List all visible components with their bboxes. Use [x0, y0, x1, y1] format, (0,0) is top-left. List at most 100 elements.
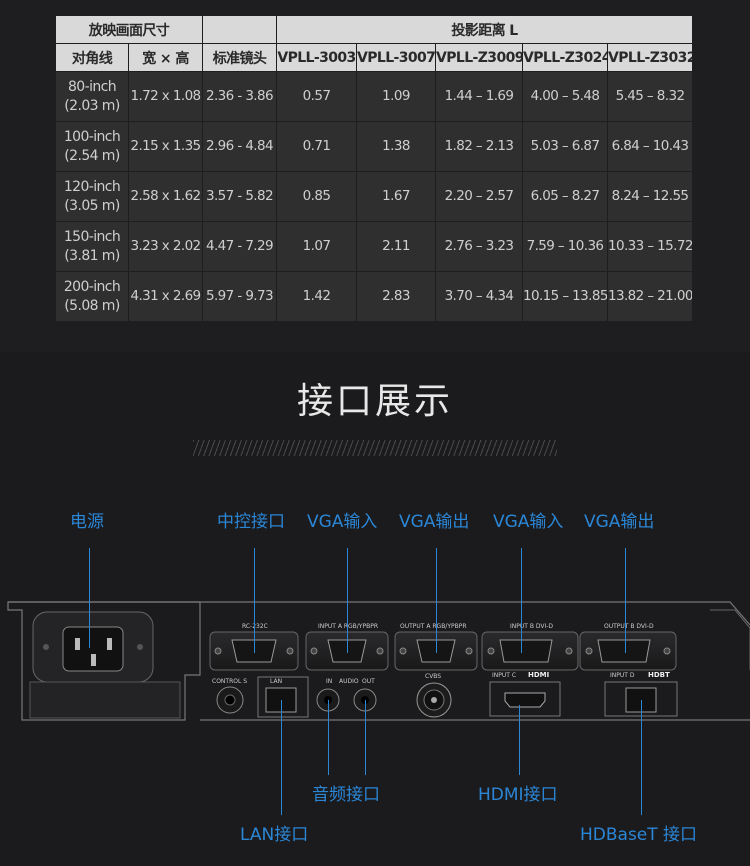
hatch-divider: [193, 440, 557, 456]
table-cell: 2.36 - 3.86: [202, 71, 277, 122]
table-header-row-2: 对角线 宽 × 高 标准镜头 VPLL-3003 VPLL-3007 VPLL-…: [55, 43, 694, 72]
table-cell: 1.42: [276, 271, 357, 322]
col-header-vpll-z3009: VPLL-Z3009: [435, 43, 523, 72]
panel-audio-in: IN: [326, 678, 332, 685]
panel-input-b: INPUT B DVI-D: [510, 623, 553, 630]
table-cell: 1.38: [356, 121, 436, 172]
projection-distance-table-wrap: 放映画面尺寸 投影距离 L 对角线 宽 × 高 标准镜头 VPLL-3003 V…: [55, 15, 694, 326]
label-hdmi: HDMI接口: [478, 785, 558, 805]
table-cell: 10.15 – 13.85: [522, 271, 608, 322]
label-power: 电源: [70, 512, 104, 532]
hdmi-port: [504, 692, 546, 708]
diagonal-cell: 200-inch(5.08 m): [55, 271, 129, 322]
panel-lan: LAN: [270, 678, 282, 685]
diagonal-inch: 120-inch: [63, 178, 121, 195]
diagonal-metric: (3.05 m): [64, 197, 120, 214]
table-cell: 6.05 – 8.27: [522, 171, 608, 222]
table-cell: 0.57: [276, 71, 357, 122]
col-header-vpll-3003: VPLL-3003: [276, 43, 357, 72]
diagonal-inch: 150-inch: [63, 228, 121, 245]
blank-header-cell: [202, 15, 277, 44]
chassis-top-line: [8, 601, 750, 626]
diagonal-metric: (3.81 m): [64, 247, 120, 264]
diagonal-cell: 120-inch (3.05 m): [55, 171, 129, 222]
panel-audio: AUDIO: [339, 678, 359, 685]
table-cell: 2.15 x 1.35: [128, 121, 203, 172]
table-cell: 8.24 – 12.55: [606, 171, 694, 222]
table-cell: 2.83: [356, 271, 436, 322]
table-cell: 1.82 – 2.13: [435, 121, 523, 172]
diagonal-inch: 100-inch: [63, 128, 121, 145]
label-control: 中控接口: [217, 512, 285, 532]
rear-panel-illustration: RC-232C INPUT A RGB/YPBPR OUTPUT A RGB/Y…: [7, 601, 750, 721]
label-lan: LAN接口: [240, 825, 309, 845]
table-cell: 2.58 x 1.62: [128, 171, 203, 222]
table-cell: 1.09: [356, 71, 436, 122]
table-header-row-1: 放映画面尺寸 投影距离 L: [55, 15, 694, 44]
leader-line-vga-out-1: [436, 548, 437, 653]
table-cell: 5.45 – 8.32: [606, 71, 694, 122]
leader-line-lan: [281, 700, 282, 815]
table-cell: 4.00 – 5.48: [522, 71, 608, 122]
panel-output-a: OUTPUT A RGB/YPBPR: [400, 623, 467, 630]
leader-line-audio-out: [365, 700, 366, 775]
leader-line-hdbaset: [641, 700, 642, 815]
label-hdbaset: HDBaseT 接口: [580, 825, 698, 845]
table-cell: 4.47 - 7.29: [202, 221, 277, 272]
distance-header: 投影距离 L: [275, 15, 694, 44]
diagonal-metric: (2.54 m): [64, 147, 120, 164]
table-cell: 13.82 – 21.00: [606, 271, 694, 322]
section-title: 接口展示: [296, 381, 453, 422]
panel-output-b: OUTPUT B DVI-D: [604, 623, 654, 630]
col-header-width-height: 宽 × 高: [128, 43, 203, 72]
chassis-outline: [7, 601, 201, 721]
diagonal-metric: (5.08 m): [64, 297, 120, 314]
panel-hdbt-logo: HDBT: [648, 671, 670, 679]
table-cell: 1.67: [356, 171, 436, 222]
diagonal-inch: 80-inch: [68, 78, 117, 95]
table-cell: 0.71: [276, 121, 357, 172]
panel-control-s: CONTROL S: [212, 678, 247, 685]
table-cell: 5.03 – 6.87: [522, 121, 608, 172]
label-audio: 音频接口: [312, 785, 380, 805]
label-vga-in-1: VGA输入: [307, 512, 378, 532]
leader-line-control: [254, 548, 255, 653]
leader-line-hdmi: [519, 705, 520, 775]
col-header-vpll-z3024: VPLL-Z3024: [522, 43, 608, 72]
table-cell: 10.33 – 15.72: [606, 221, 694, 272]
table-cell: 1.07: [276, 221, 357, 272]
table-cell: 7.59 – 10.36: [522, 221, 608, 272]
col-header-diagonal: 对角线: [55, 43, 129, 72]
table-cell: 1.44 – 1.69: [435, 71, 523, 122]
leader-line-audio-in: [328, 700, 329, 775]
panel-input-c: INPUT C: [492, 672, 516, 679]
label-vga-out-2: VGA输出: [584, 512, 655, 532]
panel-input-d: INPUT D: [610, 672, 635, 679]
table-cell: 2.96 - 4.84: [202, 121, 277, 172]
table-cell: 2.76 – 3.23: [435, 221, 523, 272]
col-header-vpll-z3032: VPLL-Z3032: [606, 43, 694, 72]
table-cell: 0.85: [276, 171, 357, 222]
panel-audio-out: OUT: [362, 678, 375, 685]
table-cell: 3.23 x 2.02: [128, 221, 203, 272]
diagonal-cell: 150-inch (3.81 m): [55, 221, 129, 272]
panel-input-a: INPUT A RGB/YPBPR: [318, 623, 378, 630]
table-cell: 2.11: [356, 221, 436, 272]
col-header-vpll-3007: VPLL-3007: [356, 43, 436, 72]
leader-line-vga-in-1: [347, 548, 348, 653]
table-cell: 2.20 – 2.57: [435, 171, 523, 222]
table-cell: 5.97 - 9.73: [202, 271, 277, 322]
table-cell: 6.84 – 10.43: [606, 121, 694, 172]
diagonal-cell: 80-inch(2.03 m): [55, 71, 129, 122]
panel-cvbs: CVBS: [425, 673, 441, 680]
screen-size-header: 放映画面尺寸: [55, 15, 203, 44]
leader-line-vga-in-2: [521, 548, 522, 653]
col-header-standard-lens: 标准镜头: [202, 43, 277, 72]
diagonal-cell: 100-inch (2.54 m): [55, 121, 129, 172]
label-vga-in-2: VGA输入: [493, 512, 564, 532]
table-cell: 1.72 x 1.08: [128, 71, 203, 122]
